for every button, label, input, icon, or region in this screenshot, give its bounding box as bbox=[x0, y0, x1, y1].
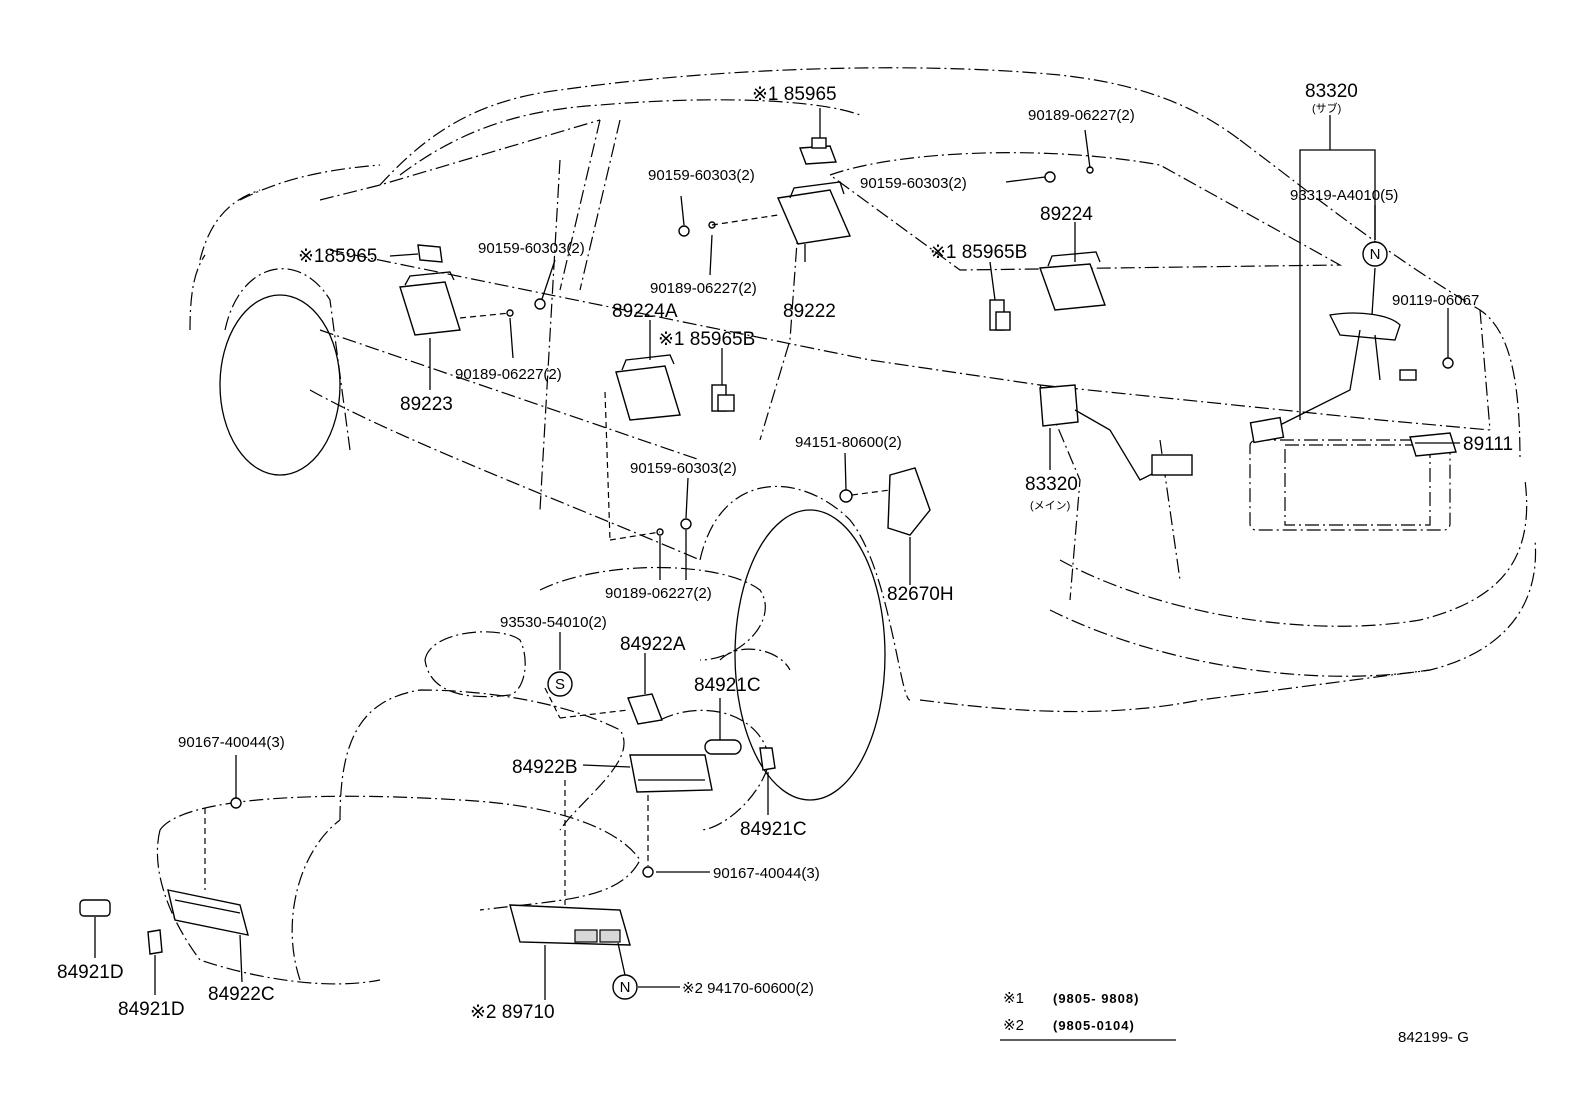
note-2-mark: ※2 bbox=[1003, 1017, 1024, 1034]
legend-notes: ※1 (9805- 9808) ※2 (9805-0104) 842199- G bbox=[1000, 990, 1469, 1046]
callout-84921d-a: 84921D bbox=[57, 962, 124, 983]
part-89710 bbox=[509, 904, 631, 946]
callout-90159-60303-top-mid: 90159-60303(2) bbox=[648, 167, 755, 184]
callout-90159-60303-left: 90159-60303(2) bbox=[478, 240, 585, 257]
callout-83320-sub-note: (サブ) bbox=[1312, 101, 1341, 115]
callout-84922c: 84922C bbox=[208, 984, 275, 1005]
callout-85965-left: ※185965 bbox=[298, 246, 377, 267]
callout-90189-06227-mid: 90189-06227(2) bbox=[650, 280, 757, 297]
marker-n-bottom: N bbox=[612, 974, 638, 1000]
callout-89111: 89111 bbox=[1463, 434, 1513, 455]
marker-s-label: S bbox=[555, 676, 565, 693]
callout-85965b-mid: ※1 85965B bbox=[658, 329, 755, 350]
note-1-range: (9805- 9808) bbox=[1053, 991, 1139, 1006]
callout-89710: ※2 89710 bbox=[470, 1002, 555, 1023]
part-89222 bbox=[776, 181, 852, 245]
callout-83320-sub: 83320 bbox=[1305, 81, 1358, 102]
callout-90189-06227-left: 90189-06227(2) bbox=[455, 366, 562, 383]
callout-93319-a4010: 93319-A4010(5) bbox=[1290, 187, 1398, 204]
part-84921d-b bbox=[147, 929, 163, 955]
part-84922b bbox=[629, 754, 713, 793]
callout-84922b: 84922B bbox=[512, 757, 578, 778]
car-body-outline bbox=[189, 67, 1537, 801]
callout-90159-60303-top-right: 90159-60303(2) bbox=[860, 175, 967, 192]
callout-84921d-b: 84921D bbox=[118, 999, 185, 1020]
callout-89223: 89223 bbox=[400, 394, 453, 415]
callout-89222: 89222 bbox=[783, 301, 836, 322]
callout-94170-60600: ※2 94170-60600(2) bbox=[682, 980, 814, 997]
part-83320-main bbox=[1039, 384, 1193, 481]
part-84921c-top bbox=[704, 739, 742, 755]
callout-90119-06067: 90119-06067 bbox=[1392, 292, 1479, 309]
part-85965b-right bbox=[989, 299, 1011, 331]
part-89111 bbox=[1409, 432, 1457, 457]
callout-82670h: 82670H bbox=[887, 584, 954, 605]
part-84921c-low bbox=[759, 747, 776, 771]
callout-93530-54010: 93530-54010(2) bbox=[500, 614, 607, 631]
callout-90167-40044-right: 90167-40044(3) bbox=[713, 865, 820, 882]
callout-90189-06227-top-right: 90189-06227(2) bbox=[1028, 107, 1135, 124]
part-85965-left bbox=[417, 244, 443, 263]
callout-90167-40044-left: 90167-40044(3) bbox=[178, 734, 285, 751]
part-89223 bbox=[399, 271, 461, 336]
part-84922a bbox=[627, 693, 663, 725]
callout-84922a: 84922A bbox=[620, 634, 686, 655]
part-82670h bbox=[887, 467, 931, 536]
drawing-code: 842199- G bbox=[1398, 1029, 1469, 1046]
callout-85965b-right: ※1 85965B bbox=[930, 242, 1027, 263]
part-85965b-mid bbox=[711, 384, 735, 412]
note-1-mark: ※1 bbox=[1003, 990, 1024, 1007]
callout-90159-60303-low: 90159-60303(2) bbox=[630, 460, 737, 477]
marker-s: S bbox=[547, 671, 573, 697]
part-84921d-a bbox=[79, 899, 111, 917]
callout-94151-80600: 94151-80600(2) bbox=[795, 434, 902, 451]
note-2-range: (9805-0104) bbox=[1053, 1018, 1135, 1033]
callout-89224a: 89224A bbox=[612, 301, 678, 322]
callout-89224: 89224 bbox=[1040, 204, 1093, 225]
callout-83320-main-note: (メイン) bbox=[1030, 500, 1070, 512]
callout-labels: ※1 85965 90189-06227(2) 83320 (サブ) 90159… bbox=[57, 81, 1513, 1023]
part-89224a bbox=[615, 354, 681, 421]
marker-n-sub-label: N bbox=[1370, 246, 1381, 263]
fasteners bbox=[230, 166, 1454, 878]
part-84922c bbox=[167, 889, 249, 936]
marker-n-sub: N bbox=[1362, 241, 1388, 267]
part-89224 bbox=[1039, 251, 1106, 311]
leader-lines bbox=[94, 108, 1460, 1000]
part-85965-top bbox=[799, 137, 837, 165]
callout-84921c-low: 84921C bbox=[740, 819, 807, 840]
part-83320-sub bbox=[1249, 312, 1417, 444]
callout-85965-top: ※1 85965 bbox=[752, 84, 837, 105]
callout-90189-06227-low: 90189-06227(2) bbox=[605, 585, 712, 602]
marker-n-bottom-label: N bbox=[620, 979, 631, 996]
callout-84921c-top: 84921C bbox=[694, 675, 761, 696]
callout-83320-main: 83320 bbox=[1025, 474, 1078, 495]
